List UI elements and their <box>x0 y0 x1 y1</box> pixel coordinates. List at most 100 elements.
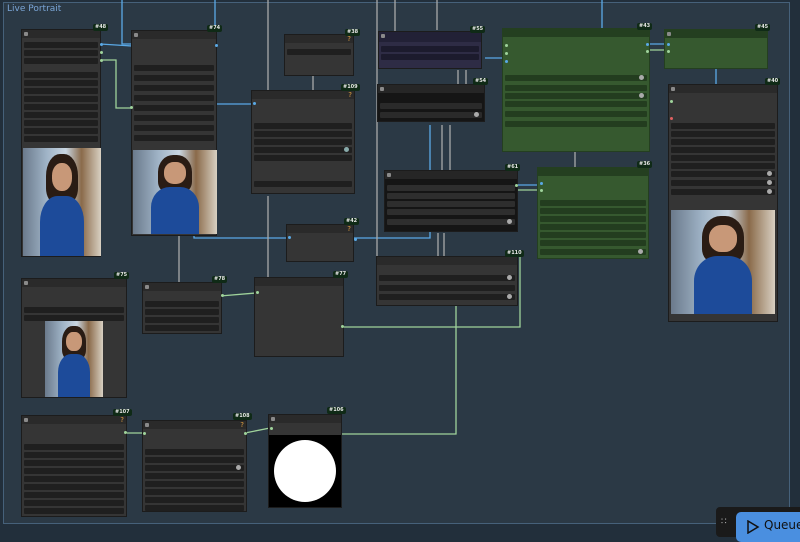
output-port[interactable] <box>100 43 103 46</box>
output-port[interactable] <box>515 184 518 187</box>
widget[interactable] <box>24 452 124 458</box>
widget[interactable] <box>134 105 214 111</box>
widget[interactable] <box>379 275 515 281</box>
widget[interactable] <box>540 200 646 206</box>
widget[interactable] <box>505 75 647 81</box>
widget[interactable] <box>24 508 124 514</box>
widget[interactable] <box>134 135 214 141</box>
output-port[interactable] <box>341 325 344 328</box>
widget[interactable] <box>387 219 515 225</box>
widget[interactable] <box>24 307 124 313</box>
output-port[interactable] <box>354 238 357 241</box>
widget[interactable] <box>387 193 515 199</box>
input-port[interactable] <box>505 44 508 47</box>
widget[interactable] <box>505 121 647 127</box>
output-port[interactable] <box>646 43 649 46</box>
widget[interactable] <box>671 189 775 195</box>
widget[interactable] <box>505 111 647 117</box>
node-40[interactable] <box>668 84 778 322</box>
widget[interactable] <box>379 285 515 291</box>
output-port[interactable] <box>124 431 127 434</box>
widget[interactable] <box>671 131 775 137</box>
node-45[interactable] <box>664 29 768 69</box>
input-port[interactable] <box>256 291 259 294</box>
widget[interactable] <box>505 101 647 107</box>
widget[interactable] <box>540 249 646 255</box>
widget[interactable] <box>134 115 214 121</box>
help-icon[interactable]: ? <box>347 225 351 233</box>
widget[interactable] <box>24 58 98 64</box>
collapse-dot-icon[interactable] <box>271 417 275 421</box>
input-port[interactable] <box>130 106 133 109</box>
widget[interactable] <box>24 460 124 466</box>
widget[interactable] <box>24 136 98 142</box>
node-55[interactable] <box>378 31 482 69</box>
output-port[interactable] <box>215 44 218 47</box>
node-38[interactable]: ? <box>284 34 354 76</box>
widget[interactable] <box>134 95 214 101</box>
widget[interactable] <box>24 88 98 94</box>
widget[interactable] <box>145 301 219 307</box>
widget[interactable] <box>254 147 352 153</box>
input-port[interactable] <box>540 182 543 185</box>
widget[interactable] <box>24 476 124 482</box>
widget[interactable] <box>145 481 244 487</box>
widget[interactable] <box>145 489 244 495</box>
queue-button[interactable]: Queue <box>736 512 800 542</box>
node-42[interactable]: ? <box>286 224 354 262</box>
widget[interactable] <box>254 131 352 137</box>
node-78[interactable] <box>142 282 222 334</box>
widget[interactable] <box>145 457 244 463</box>
input-port[interactable] <box>670 117 673 120</box>
node-43[interactable] <box>502 28 650 152</box>
widget[interactable] <box>145 449 244 455</box>
input-port[interactable] <box>540 189 543 192</box>
widget[interactable] <box>145 317 219 323</box>
widget[interactable] <box>671 155 775 161</box>
widget[interactable] <box>24 80 98 86</box>
output-port[interactable] <box>100 51 103 54</box>
widget[interactable] <box>145 473 244 479</box>
output-port[interactable] <box>221 294 224 297</box>
help-icon[interactable]: ? <box>120 416 124 424</box>
widget[interactable] <box>671 180 775 186</box>
node-36[interactable] <box>537 167 649 259</box>
input-port[interactable] <box>143 432 146 435</box>
widget[interactable] <box>287 49 351 55</box>
widget[interactable] <box>24 444 124 450</box>
widget[interactable] <box>381 46 479 52</box>
collapse-dot-icon[interactable] <box>24 32 28 36</box>
widget[interactable] <box>24 42 98 48</box>
collapse-dot-icon[interactable] <box>145 423 149 427</box>
widget[interactable] <box>254 123 352 129</box>
widget[interactable] <box>145 465 244 471</box>
widget[interactable] <box>24 492 124 498</box>
widget[interactable] <box>134 85 214 91</box>
help-icon[interactable]: ? <box>348 91 352 99</box>
widget[interactable] <box>387 209 515 215</box>
widget[interactable] <box>24 500 124 506</box>
widget[interactable] <box>24 50 98 56</box>
widget[interactable] <box>24 72 98 78</box>
widget[interactable] <box>24 315 124 321</box>
collapse-dot-icon[interactable] <box>667 32 671 36</box>
node-109[interactable]: ? <box>251 90 355 194</box>
widget[interactable] <box>671 139 775 145</box>
input-port[interactable] <box>505 52 508 55</box>
widget[interactable] <box>671 123 775 129</box>
collapse-dot-icon[interactable] <box>24 418 28 422</box>
widget[interactable] <box>379 294 515 300</box>
node-108[interactable]: ? <box>142 420 247 512</box>
help-icon[interactable]: ? <box>240 421 244 429</box>
widget[interactable] <box>145 505 244 511</box>
widget[interactable] <box>671 171 775 177</box>
node-75[interactable] <box>21 278 127 398</box>
output-port[interactable] <box>100 59 103 62</box>
output-port[interactable] <box>646 50 649 53</box>
widget[interactable] <box>134 75 214 81</box>
widget[interactable] <box>380 112 482 118</box>
widget[interactable] <box>380 103 482 109</box>
widget[interactable] <box>24 128 98 134</box>
widget[interactable] <box>540 224 646 230</box>
